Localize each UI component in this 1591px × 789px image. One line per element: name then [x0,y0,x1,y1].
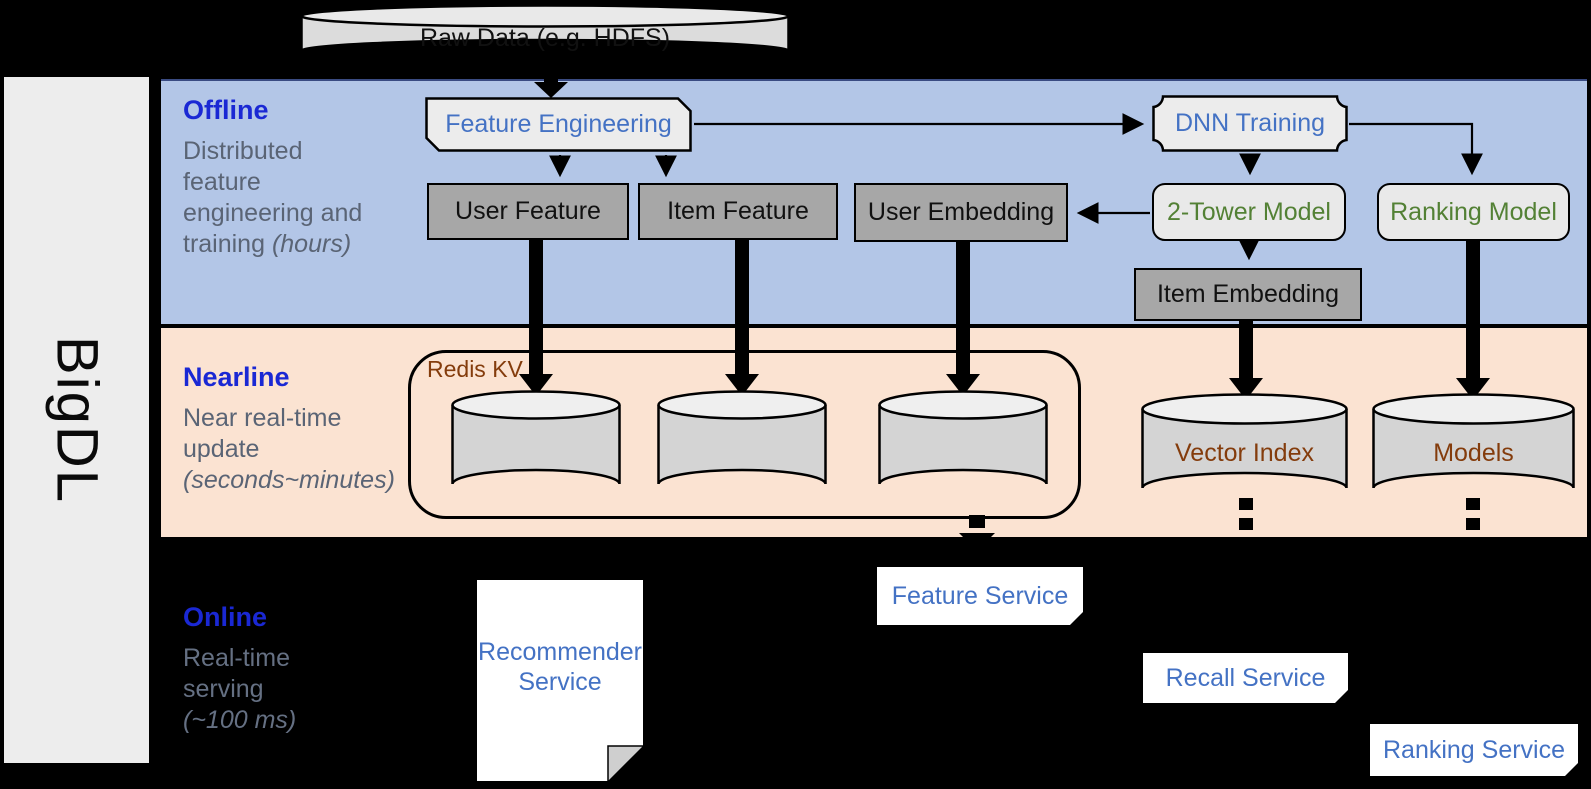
raw-data-label: Raw Data (e.g. HDFS) [419,23,671,52]
item-feature-label: Item Feature [667,197,809,225]
cylinder-shape [451,390,621,485]
dnn-training-node: DNN Training [1152,95,1348,152]
recall-service-node: Recall Service [1143,653,1348,703]
vector-index-cylinder: Vector Index [1141,393,1348,505]
nearline-band [161,328,1587,537]
process-shape [425,97,692,152]
item-feature-node: Item Feature [638,183,838,240]
kv-store-cylinder-3 [878,390,1048,500]
folded-corner-icon [1335,690,1348,703]
nearline-title: Nearline [183,362,290,392]
cylinder-shape [1141,393,1348,489]
user-embedding-label: User Embedding [867,198,1055,226]
recommender-service-label: Recommender Service [478,637,642,696]
online-lane-label: Online Real-time serving (~100 ms) [183,602,398,736]
cylinder-shape [300,4,790,52]
plaque-shape [1152,95,1348,152]
two-tower-model-node: 2-Tower Model [1152,183,1346,241]
vector-index-label: Vector Index [1175,438,1314,467]
kv-store-cylinder-1 [451,390,621,500]
feature-service-node: Feature Service [877,567,1083,625]
feature-engineering-label: Feature Engineering [445,110,672,138]
online-description: Real-time serving (~100 ms) [183,644,297,734]
models-cylinder: Models [1372,393,1575,505]
item-embedding-node: Item Embedding [1134,268,1362,321]
recall-service-label: Recall Service [1165,663,1326,692]
offline-title: Offline [183,95,269,125]
dnn-training-label: DNN Training [1174,109,1326,137]
two-tower-model-label: 2-Tower Model [1167,197,1331,226]
bigdl-brand-bar: BigDL [4,77,149,763]
ranking-model-label: Ranking Model [1390,197,1557,226]
offline-description: Distributed feature engineering and trai… [183,137,363,258]
bigdl-brand-label: BigDL [44,336,109,504]
offline-lane-label: Offline Distributed feature engineering … [183,95,398,260]
user-feature-label: User Feature [455,197,601,225]
ranking-service-node: Ranking Service [1370,724,1578,776]
models-label: Models [1433,438,1514,467]
user-embedding-node: User Embedding [854,183,1068,242]
folded-corner-icon [1070,612,1083,625]
user-feature-node: User Feature [427,183,629,240]
raw-data-cylinder: Raw Data (e.g. HDFS) [300,4,790,64]
cylinder-shape [657,390,827,485]
feature-service-label: Feature Service [891,581,1069,610]
feature-engineering-node: Feature Engineering [425,97,692,152]
cylinder-shape [1372,393,1575,489]
ranking-service-label: Ranking Service [1382,735,1566,764]
item-embedding-label: Item Embedding [1156,280,1340,308]
recommender-service-node: Recommender Service [475,578,645,783]
online-title: Online [183,602,268,632]
redis-kv-label: Redis KV [427,356,523,382]
ranking-model-node: Ranking Model [1377,183,1570,241]
cylinder-shape [878,390,1048,485]
nearline-lane-label: Nearline Near real-time update (seconds~… [183,362,398,496]
kv-store-cylinder-2 [657,390,827,500]
folded-corner-icon [1565,763,1578,776]
nearline-description: Near real-time update (seconds~minutes) [183,404,395,494]
document-shape [475,578,645,783]
